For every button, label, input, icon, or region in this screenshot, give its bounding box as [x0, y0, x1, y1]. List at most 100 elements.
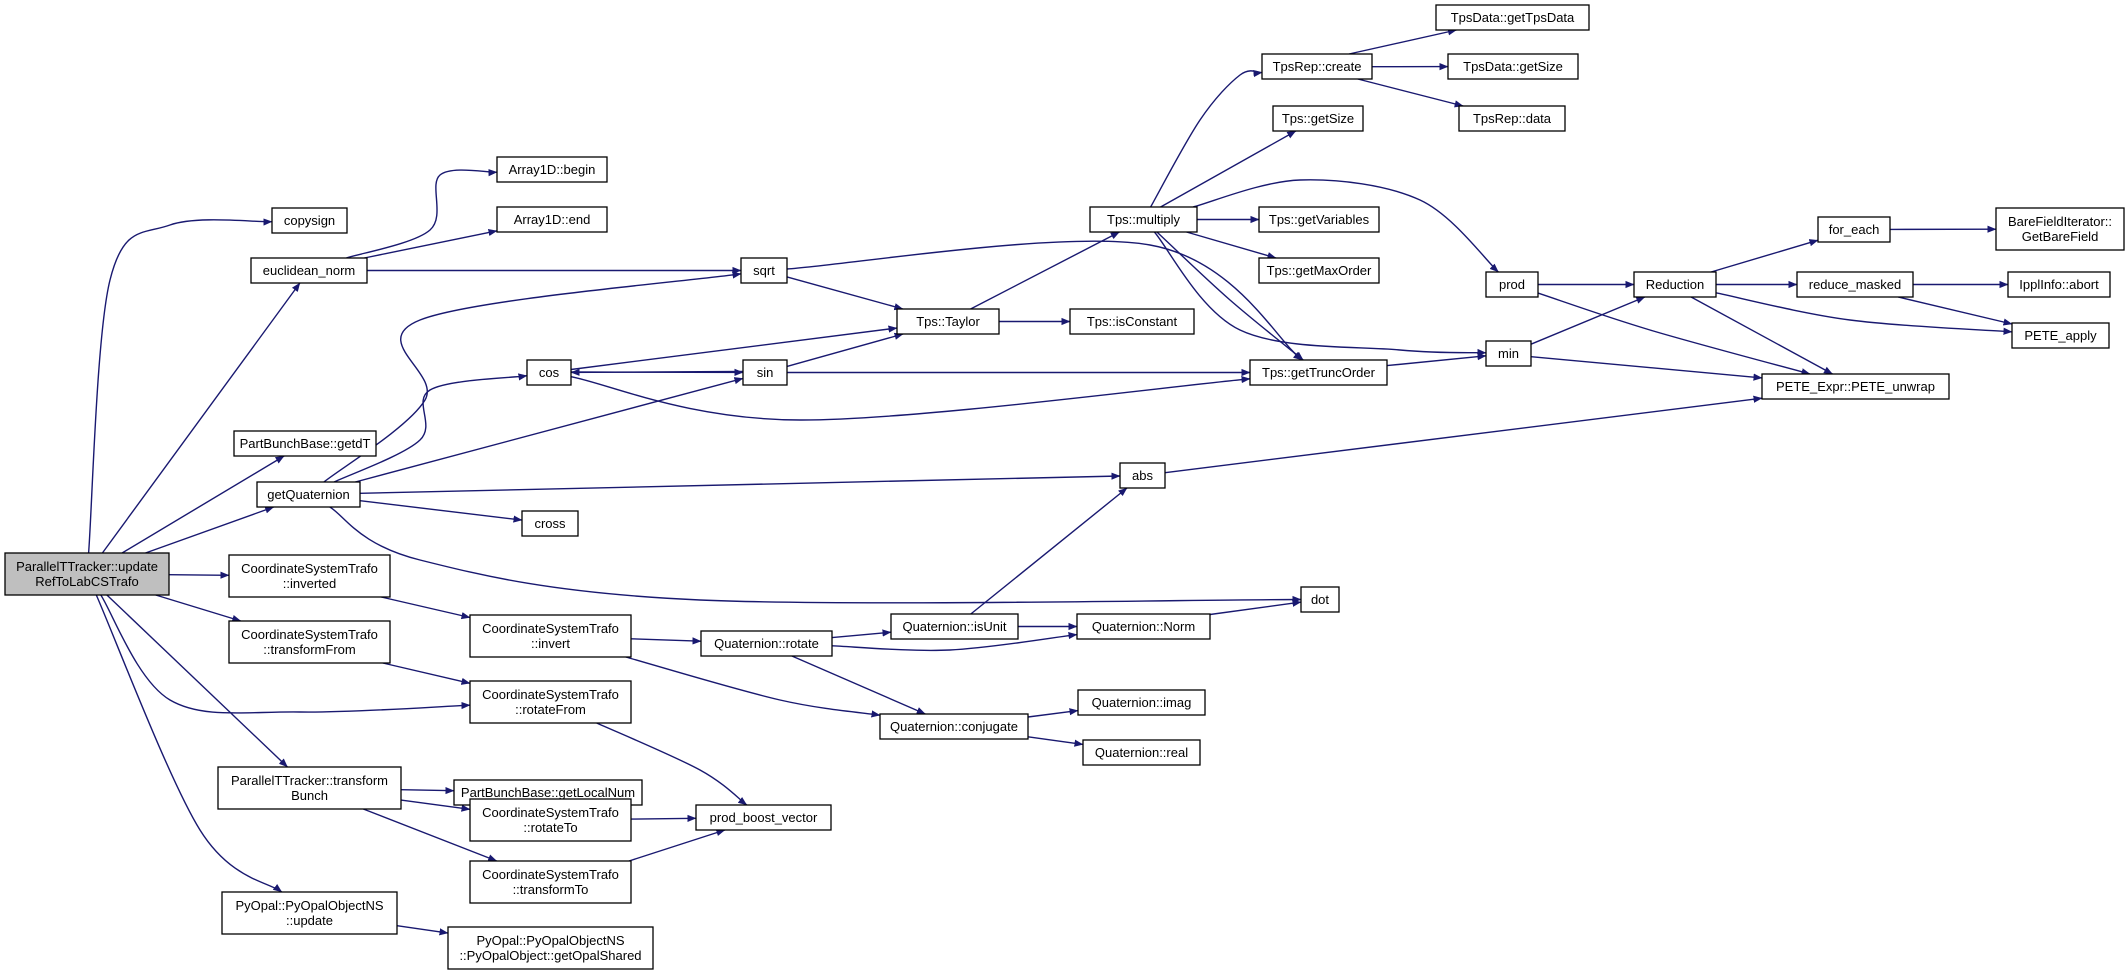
node-bfi-getBareField[interactable]: BareFieldIterator::GetBareField	[1995, 207, 2125, 251]
node-cst-inverted[interactable]: CoordinateSystemTrafo::inverted	[228, 554, 391, 598]
node-label: Tps::getMaxOrder	[1267, 263, 1372, 278]
node-quat-imag[interactable]: Quaternion::imag	[1077, 689, 1206, 716]
node-box	[879, 713, 1029, 740]
edge-quat_norm-to-dot	[1209, 599, 1302, 616]
node-tps-getVariables[interactable]: Tps::getVariables	[1258, 206, 1380, 233]
node-pete-unwrap[interactable]: PETE_Expr::PETE_unwrap	[1761, 373, 1950, 400]
node-quat-isUnit[interactable]: Quaternion::isUnit	[890, 613, 1019, 640]
node-tpsrep-create[interactable]: TpsRep::create	[1261, 53, 1373, 80]
node-cst-invert[interactable]: CoordinateSystemTrafo::invert	[469, 614, 632, 658]
node-tps-taylor[interactable]: Tps::Taylor	[896, 308, 1000, 335]
node-label: prod	[1499, 277, 1525, 292]
node-label: min	[1498, 346, 1519, 361]
edge-ptt_transformBunch-to-cst_transformTo	[363, 808, 498, 862]
node-box	[1485, 271, 1539, 298]
node-label: cos	[539, 365, 560, 380]
edge-euclidean_norm-to-a1d_end	[364, 228, 498, 259]
node-box	[1272, 105, 1364, 132]
node-box	[469, 680, 632, 724]
node-box	[1300, 586, 1340, 613]
node-box	[469, 860, 632, 904]
edge-quat_rotate-to-quat_norm	[831, 632, 1078, 652]
node-box	[1069, 308, 1195, 335]
node-box	[1119, 462, 1166, 489]
node-quat-conjugate[interactable]: Quaternion::conjugate	[879, 713, 1029, 740]
node-prod-boost-vector[interactable]: prod_boost_vector	[695, 804, 832, 831]
node-box	[233, 430, 377, 457]
node-prod[interactable]: prod	[1485, 271, 1539, 298]
node-cst-rotateFrom[interactable]: CoordinateSystemTrafo::rotateFrom	[469, 680, 632, 724]
node-box	[469, 798, 632, 842]
node-getQuaternion[interactable]: getQuaternion	[256, 481, 361, 508]
node-label: IpplInfo::abort	[2019, 277, 2099, 292]
node-tpsdata-getSize[interactable]: TpsData::getSize	[1447, 53, 1579, 80]
node-cst-transformFrom[interactable]: CoordinateSystemTrafo::transformFrom	[228, 620, 391, 664]
node-copysign[interactable]: copysign	[271, 207, 348, 234]
node-label: CoordinateSystemTrafo	[482, 805, 619, 820]
node-ipplinfo-abort[interactable]: IpplInfo::abort	[2007, 271, 2111, 298]
node-quat-real[interactable]: Quaternion::real	[1082, 739, 1201, 766]
node-tpsdata-getTpsData[interactable]: TpsData::getTpsData	[1435, 4, 1590, 31]
node-reduce-masked[interactable]: reduce_masked	[1796, 271, 1914, 298]
node-quat-norm[interactable]: Quaternion::Norm	[1076, 613, 1211, 640]
node-a1d-end[interactable]: Array1D::end	[496, 206, 608, 233]
node-reduction[interactable]: Reduction	[1633, 271, 1717, 298]
node-tps-isConstant[interactable]: Tps::isConstant	[1069, 308, 1195, 335]
node-tps-multiply[interactable]: Tps::multiply	[1089, 206, 1198, 233]
node-label: sin	[757, 365, 774, 380]
node-label: Tps::getVariables	[1269, 212, 1370, 227]
node-label: dot	[1311, 592, 1329, 607]
node-box	[256, 481, 361, 508]
node-cross[interactable]: cross	[521, 510, 579, 537]
node-quat-rotate[interactable]: Quaternion::rotate	[700, 630, 833, 657]
node-a1d-begin[interactable]: Array1D::begin	[496, 156, 608, 183]
node-dot[interactable]: dot	[1300, 586, 1340, 613]
node-euclidean-norm[interactable]: euclidean_norm	[250, 257, 368, 284]
node-pete-apply[interactable]: PETE_apply	[2011, 322, 2110, 349]
node-cos[interactable]: cos	[526, 359, 572, 386]
node-tps-getMaxOrder[interactable]: Tps::getMaxOrder	[1258, 257, 1380, 284]
node-tps-getSize[interactable]: Tps::getSize	[1272, 105, 1364, 132]
edge-abs-to-pete_unwrap	[1164, 395, 1763, 474]
edge-tpsrep_create-to-tpsdata_getTpsData	[1348, 28, 1457, 55]
node-sqrt[interactable]: sqrt	[740, 257, 788, 284]
node-label: Reduction	[1646, 277, 1705, 292]
node-label: Tps::multiply	[1107, 212, 1180, 227]
node-box	[1258, 257, 1380, 284]
edge-tps_multiply-to-tpsrep_create	[1149, 69, 1263, 208]
node-pbb-getdT[interactable]: PartBunchBase::getdT	[233, 430, 377, 457]
node-tps-getTruncOrder[interactable]: Tps::getTruncOrder	[1249, 359, 1388, 386]
node-label: euclidean_norm	[263, 263, 356, 278]
edge-ptt_transformBunch-to-cst_rotateTo	[400, 799, 471, 812]
node-box	[700, 630, 833, 657]
node-label: GetBareField	[2022, 229, 2099, 244]
node-abs[interactable]: abs	[1119, 462, 1166, 489]
edge-cst_transformFrom-to-cst_rotateFrom	[382, 662, 471, 685]
node-box	[1633, 271, 1717, 298]
node-label: Tps::isConstant	[1087, 314, 1178, 329]
node-label: Tps::getSize	[1282, 111, 1354, 126]
node-box	[1077, 689, 1206, 716]
edge-ptt_transformBunch-to-pbb_getLocalNum	[400, 786, 455, 795]
node-sin[interactable]: sin	[742, 359, 788, 386]
node-cst-rotateTo[interactable]: CoordinateSystemTrafo::rotateTo	[469, 798, 632, 842]
node-label: TpsData::getTpsData	[1451, 10, 1575, 25]
node-label: Array1D::end	[514, 212, 591, 227]
node-min[interactable]: min	[1485, 340, 1532, 367]
node-tpsrep-data[interactable]: TpsRep::data	[1458, 105, 1566, 132]
node-cst-transformTo[interactable]: CoordinateSystemTrafo::transformTo	[469, 860, 632, 904]
node-box	[217, 766, 402, 810]
edge-quat_rotate-to-quat_isUnit	[831, 629, 892, 639]
edge-tps_taylor-to-tps_multiply	[970, 231, 1120, 310]
node-label: ::inverted	[283, 576, 336, 591]
node-box	[2007, 271, 2111, 298]
node-for-each[interactable]: for_each	[1817, 216, 1891, 243]
node-pyopal-update[interactable]: PyOpal::PyOpalObjectNS::update	[221, 891, 398, 935]
node-pyopal-getOpalShared[interactable]: PyOpal::PyOpalObjectNS::PyOpalObject::ge…	[447, 926, 654, 970]
node-box	[742, 359, 788, 386]
node-label: PETE_apply	[2024, 328, 2097, 343]
node-label: CoordinateSystemTrafo	[482, 867, 619, 882]
